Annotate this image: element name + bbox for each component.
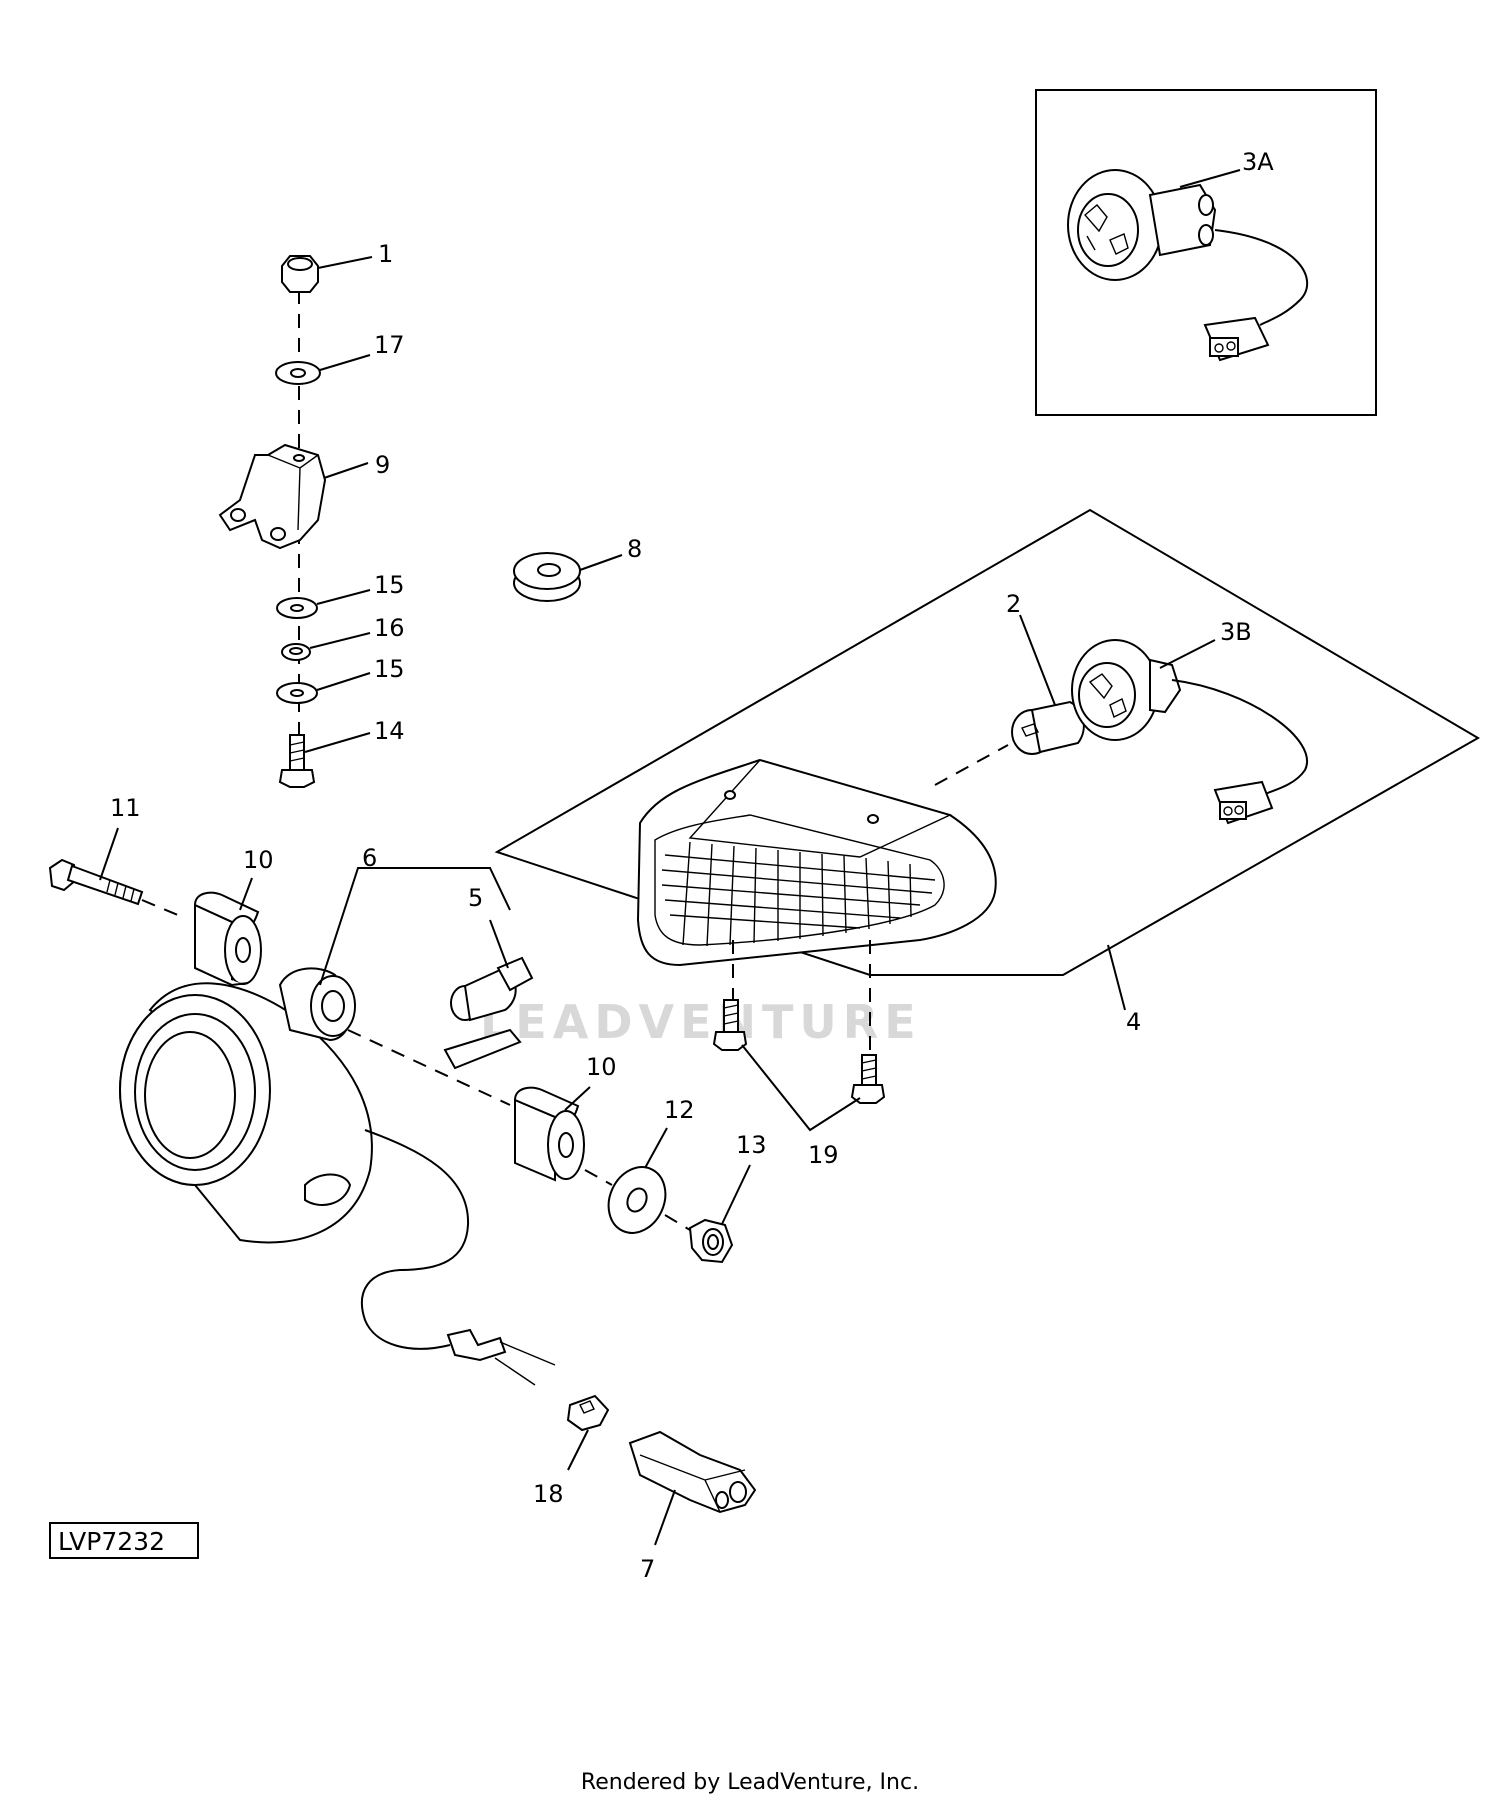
watermark: LEADVENTURE	[480, 995, 922, 1049]
washer-17[interactable]	[275, 361, 321, 385]
callout-19: 19	[808, 1141, 839, 1169]
callout-13: 13	[736, 1131, 767, 1159]
nut-1[interactable]	[281, 255, 319, 293]
callout-15a: 15	[374, 571, 405, 599]
callout-3b: 3B	[1220, 618, 1252, 646]
callout-11: 11	[110, 794, 141, 822]
work-lamp-6[interactable]	[119, 967, 556, 1386]
callout-18: 18	[533, 1480, 564, 1508]
bulb-2[interactable]	[1011, 700, 1085, 755]
spacer-10b[interactable]	[513, 1086, 585, 1182]
inset-box	[1035, 89, 1377, 416]
callout-4: 4	[1126, 1008, 1141, 1036]
footer-credit: Rendered by LeadVenture, Inc.	[580, 1770, 920, 1795]
bolt-14[interactable]	[278, 734, 316, 788]
tail-light-lens-4[interactable]	[636, 758, 997, 967]
socket-harness-3a[interactable]	[1067, 169, 1309, 362]
screw-19a[interactable]	[712, 999, 748, 1051]
callout-5: 5	[468, 884, 483, 912]
drawing-id: LVP7232	[58, 1527, 165, 1556]
assembly-outline-4	[494, 508, 1480, 976]
callout-2: 2	[1006, 590, 1021, 618]
callout-17: 17	[374, 331, 405, 359]
callout-7: 7	[640, 1555, 655, 1583]
callout-9: 9	[375, 451, 390, 479]
terminal-18[interactable]	[566, 1394, 610, 1432]
nut-13[interactable]	[688, 1218, 734, 1264]
callout-3a: 3A	[1242, 148, 1274, 176]
screw-19b[interactable]	[850, 1054, 886, 1104]
grommet-8[interactable]	[513, 552, 581, 602]
callout-16: 16	[374, 614, 405, 642]
callout-14: 14	[374, 717, 405, 745]
bulb-5[interactable]	[443, 956, 534, 1070]
socket-harness-3b[interactable]	[1071, 639, 1308, 825]
callout-1: 1	[378, 240, 393, 268]
callout-8: 8	[627, 535, 642, 563]
bolt-11[interactable]	[48, 858, 144, 906]
lock-washer-16[interactable]	[281, 643, 311, 661]
washer-12[interactable]	[598, 1158, 676, 1242]
callout-12: 12	[664, 1096, 695, 1124]
drawing-id-box	[49, 1522, 199, 1559]
spacer-10a[interactable]	[193, 891, 262, 987]
callout-6: 6	[362, 844, 377, 872]
callout-15b: 15	[374, 655, 405, 683]
washer-15a[interactable]	[276, 597, 318, 619]
connector-7[interactable]	[628, 1430, 757, 1514]
bracket-9[interactable]	[218, 443, 327, 550]
callout-10b: 10	[586, 1053, 617, 1081]
callout-10a: 10	[243, 846, 274, 874]
washer-15b[interactable]	[276, 682, 318, 704]
